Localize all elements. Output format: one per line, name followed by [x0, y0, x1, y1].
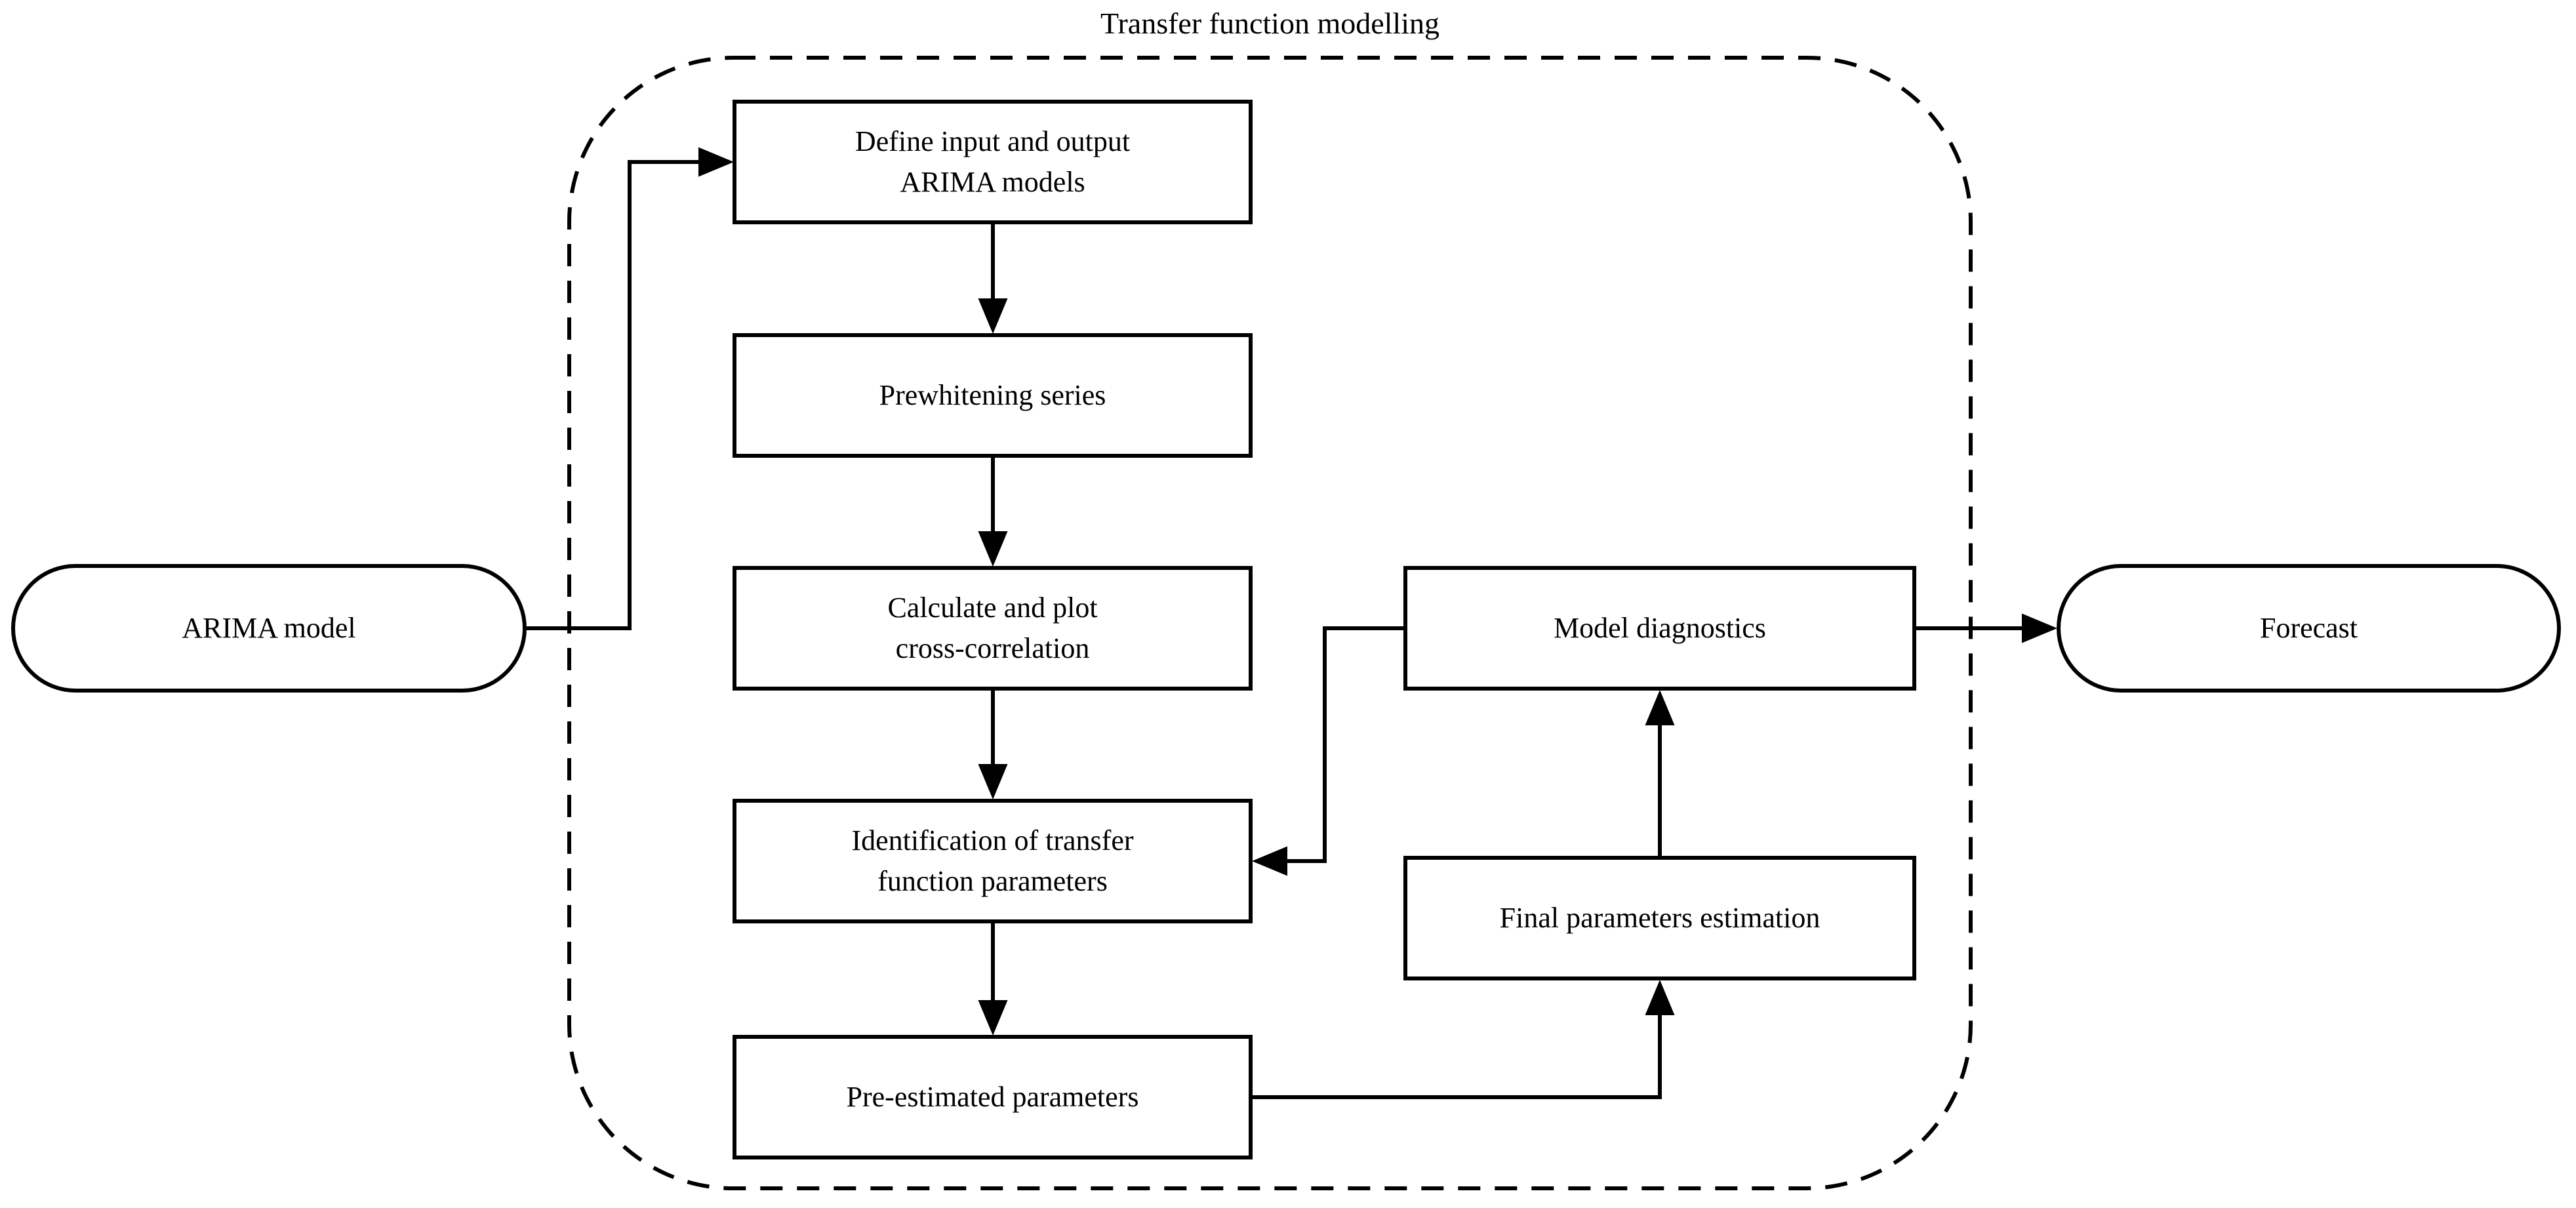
edge-arima-define: [527, 147, 734, 630]
node-define-input-output-label: Define input and output ARIMA models: [855, 125, 1131, 198]
node-model-diagnostics: Model diagnostics: [1403, 566, 1916, 691]
node-identification-parameters: Identification of transfer function para…: [733, 799, 1253, 923]
node-pre-estimated-parameters: Pre-estimated parameters: [733, 1035, 1253, 1159]
node-cross-correlation: Calculate and plot cross-correlation: [733, 566, 1253, 691]
transfer-function-group-border: [567, 56, 1973, 1190]
node-final-parameters-estimation-label: Final parameters estimation: [1499, 902, 1821, 935]
node-forecast: Forecast: [2057, 564, 2561, 693]
node-prewhitening-series: Prewhitening series: [733, 333, 1253, 458]
node-arima-model: ARIMA model: [11, 564, 527, 693]
edge-modeldiag-identify: [1252, 626, 1403, 876]
node-forecast-label: Forecast: [2259, 612, 2358, 645]
edge-preest-finalest: [1253, 980, 1675, 1099]
node-prewhitening-series-label: Prewhitening series: [879, 379, 1106, 412]
node-pre-estimated-parameters-label: Pre-estimated parameters: [846, 1081, 1139, 1114]
node-arima-model-label: ARIMA model: [182, 612, 356, 645]
diagram-title: Transfer function modelling: [1100, 7, 1439, 40]
node-final-parameters-estimation: Final parameters estimation: [1403, 856, 1916, 980]
node-model-diagnostics-label: Model diagnostics: [1554, 612, 1766, 645]
node-identification-parameters-label: Identification of transfer function para…: [851, 824, 1134, 897]
node-cross-correlation-label: Calculate and plot cross-correlation: [887, 592, 1098, 664]
node-define-input-output: Define input and output ARIMA models: [733, 100, 1253, 224]
